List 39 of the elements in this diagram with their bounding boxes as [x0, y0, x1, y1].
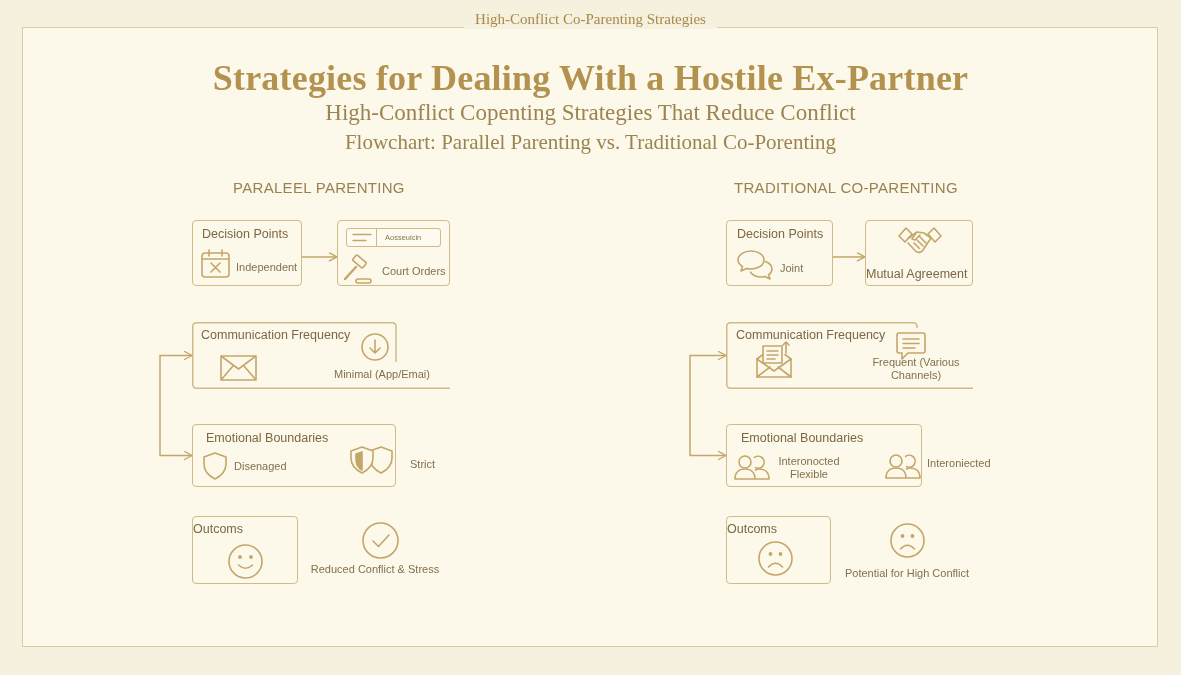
side-label: Potential for High Conflict	[843, 567, 971, 580]
arrow	[832, 252, 866, 262]
box-title: Communication Frequency	[736, 328, 886, 343]
box-label: Independent	[236, 261, 298, 274]
arrow	[689, 350, 727, 461]
flowchart-box	[337, 220, 450, 286]
box-title: Decision Points	[737, 227, 824, 242]
flowchart-box	[192, 220, 302, 286]
side-label: Interoniected	[927, 457, 991, 470]
flowchart-box	[726, 220, 833, 286]
subtitle: Flowchart: Parallel Parenting vs. Traditional Co-Porenting	[344, 129, 837, 155]
box-label: Minimal (App/Emai)	[334, 368, 430, 381]
column-heading: TRADITIONAL CO-PARENTING	[734, 179, 958, 197]
flowchart-box	[865, 220, 973, 286]
side-label: Strict	[410, 458, 436, 471]
box-title: Emotional Boundaries	[741, 431, 864, 446]
flowchart-box	[726, 322, 973, 389]
flowchart-box	[192, 424, 396, 487]
side-label: Reduced Conflict & Stress	[309, 563, 441, 576]
arrow	[159, 350, 193, 461]
box-title: Outcoms	[727, 522, 778, 537]
subtitle: High-Conflict Copenting Strategies That Reduce Conflict	[325, 100, 856, 126]
box-title: Outcoms	[193, 522, 244, 537]
flowchart-box	[726, 424, 922, 487]
box-label: Joint	[780, 262, 804, 275]
arrow	[301, 252, 338, 262]
box-label: Interonocted Flexible	[777, 455, 841, 481]
box-title: Emotional Boundaries	[206, 431, 329, 446]
main-title: Strategies for Dealing With a Hostile Ex-Partner	[212, 57, 969, 99]
flowchart-box	[192, 516, 298, 584]
box-label: Frequent (Various Channels)	[871, 356, 961, 382]
flowchart-box	[192, 322, 450, 389]
box-title: Decision Points	[202, 227, 289, 242]
column-heading: PARALEEL PARENTING	[233, 179, 405, 197]
box-title: Communication Frequency	[201, 328, 351, 343]
box-label: Court Orders	[382, 265, 446, 278]
box-label: Disenaged	[234, 460, 287, 473]
box-title: Mutual Agreement	[866, 267, 969, 282]
flowchart-box	[726, 516, 831, 584]
